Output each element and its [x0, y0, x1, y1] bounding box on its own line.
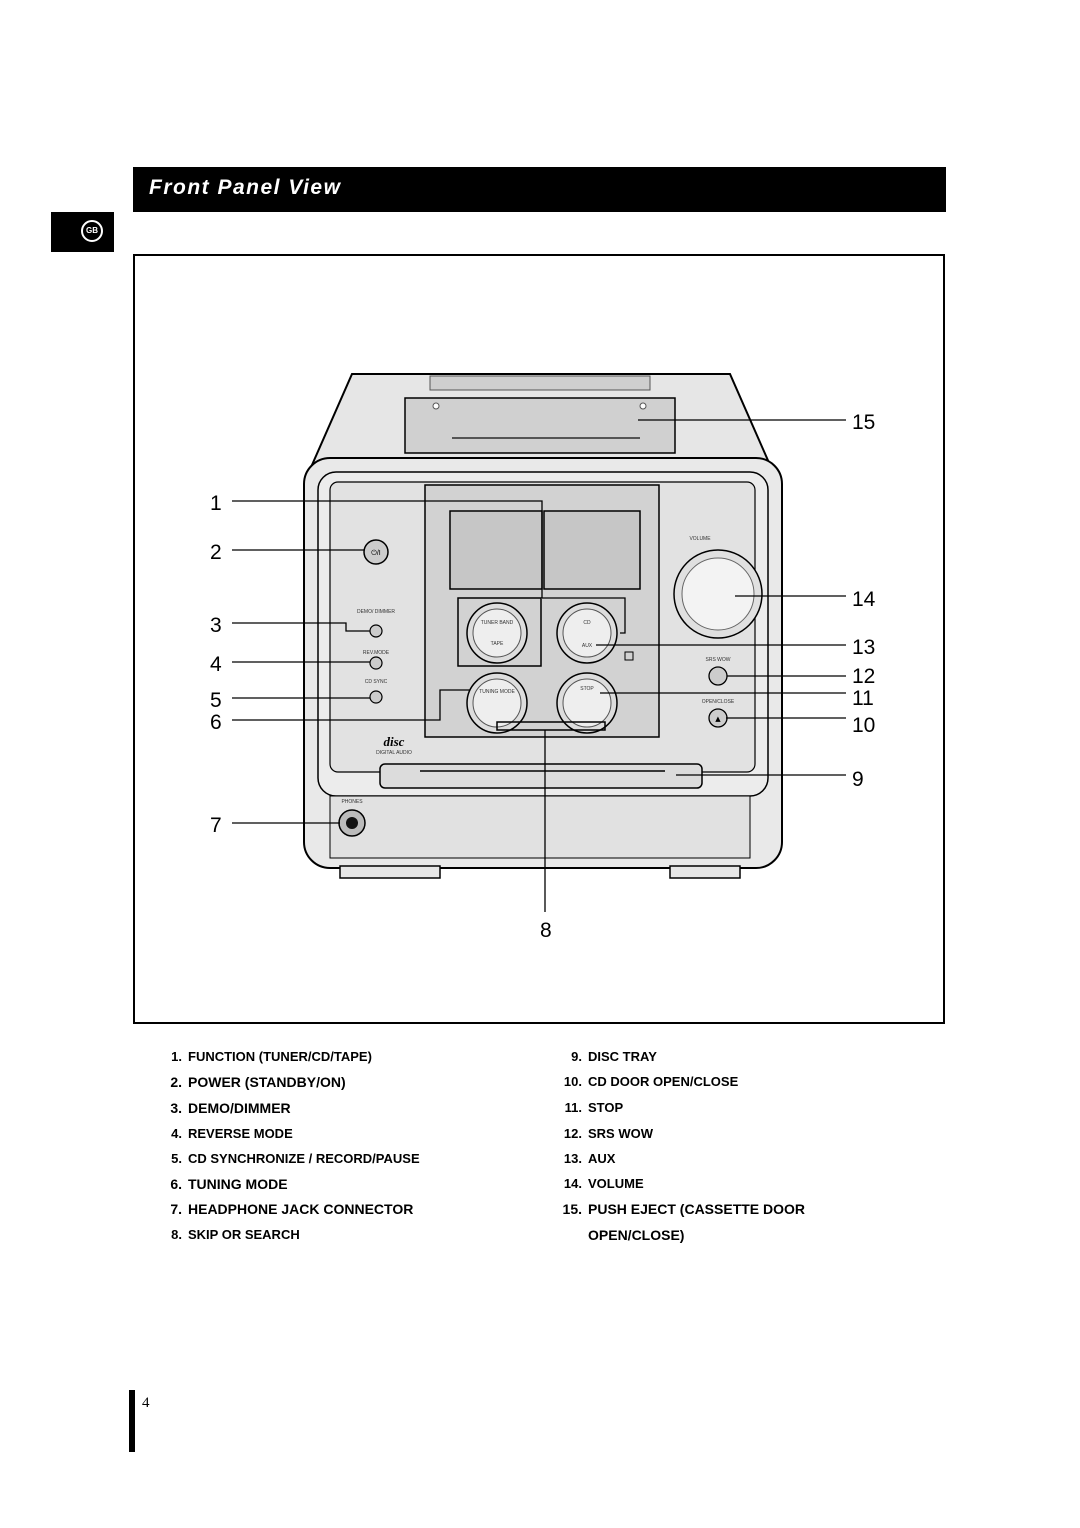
legend-item: 3.DEMO/DIMMER — [170, 1100, 291, 1116]
callout-1: 1 — [210, 492, 222, 515]
svg-text:▲: ▲ — [715, 715, 721, 723]
demo-dimmer-button[interactable] — [369, 624, 383, 638]
legend-item: 2.POWER (STANDBY/ON) — [170, 1074, 346, 1090]
page-bar — [129, 1390, 135, 1452]
legend-item: 13.AUX — [563, 1151, 616, 1166]
stop-label: STOP — [580, 686, 594, 692]
legend-item: 15.PUSH EJECT (CASSETTE DOOR — [562, 1201, 806, 1217]
callout-15: 15 — [852, 411, 875, 434]
section-title: Front Panel View — [149, 176, 342, 199]
legend-item: 5.CD SYNCHRONIZE / RECORD/PAUSE — [171, 1151, 420, 1166]
callout-11: 11 — [852, 687, 874, 710]
callout-6: 6 — [210, 711, 222, 734]
legend-item: 9.DISC TRAY — [571, 1049, 657, 1064]
rev-mode-label: REV.MODE — [363, 650, 390, 656]
open-close-label: OPEN/CLOSE — [702, 699, 735, 705]
callout-8: 8 — [540, 919, 552, 942]
phones-label: PHONES — [341, 799, 363, 805]
callout-13: 13 — [852, 636, 875, 659]
callout-9: 9 — [852, 768, 864, 791]
power-button[interactable] — [363, 539, 389, 565]
callout-10: 10 — [852, 714, 875, 737]
cd-sync-button[interactable] — [369, 690, 383, 704]
language-badge: GB — [81, 220, 103, 242]
cd-sync-label: CD SYNC — [365, 679, 388, 685]
callout-3: 3 — [210, 614, 222, 637]
cassette-door — [404, 397, 676, 454]
callout-5: 5 — [210, 689, 222, 712]
legend-item: 11.STOP — [564, 1100, 624, 1115]
digital-audio-label: DIGITAL AUDIO — [376, 750, 412, 756]
disc-tray — [379, 763, 703, 789]
legend-item: 12.SRS WOW — [563, 1126, 653, 1141]
tape-label: TAPE — [491, 641, 504, 647]
disc-logo: disc — [384, 734, 405, 749]
legend-item: 7.HEADPHONE JACK CONNECTOR — [170, 1201, 414, 1217]
legend-item: 14.VOLUME — [563, 1176, 644, 1191]
legend-item: 10.CD DOOR OPEN/CLOSE — [563, 1074, 739, 1089]
legend-item: 1.FUNCTION (TUNER/CD/TAPE) — [171, 1049, 372, 1064]
rev-mode-button[interactable] — [369, 656, 383, 670]
page-number: 4 — [142, 1395, 150, 1411]
section-title-bar: Front Panel View — [133, 167, 946, 212]
callout-4: 4 — [210, 653, 222, 676]
display-window-right — [543, 510, 641, 590]
srs-wow-label: SRS WOW — [706, 657, 731, 663]
callout-14: 14 — [852, 588, 876, 611]
tuner-band-label: TUNER BAND — [481, 620, 514, 626]
legend-item: OPEN/CLOSE) — [588, 1227, 685, 1243]
srs-wow-button[interactable] — [708, 666, 728, 686]
volume-label: VOLUME — [689, 536, 711, 542]
callout-7: 7 — [210, 814, 222, 837]
cd-label: CD — [583, 620, 591, 626]
legend-item: 8.SKIP OR SEARCH — [171, 1227, 300, 1242]
tuning-mode-label: TUNING MODE — [479, 689, 515, 695]
legend-item: 4.REVERSE MODE — [171, 1126, 293, 1141]
callout-2: 2 — [210, 541, 222, 564]
svg-text:⏻/I: ⏻/I — [371, 549, 380, 557]
callout-12: 12 — [852, 665, 875, 688]
legend-item: 6.TUNING MODE — [170, 1176, 288, 1192]
aux-label: AUX — [582, 643, 593, 649]
language-tab: GB — [51, 212, 114, 252]
diagram-frame — [133, 254, 945, 1024]
demo-dimmer-label: DEMO/ DIMMER — [357, 609, 395, 615]
display-window-left — [449, 510, 543, 590]
